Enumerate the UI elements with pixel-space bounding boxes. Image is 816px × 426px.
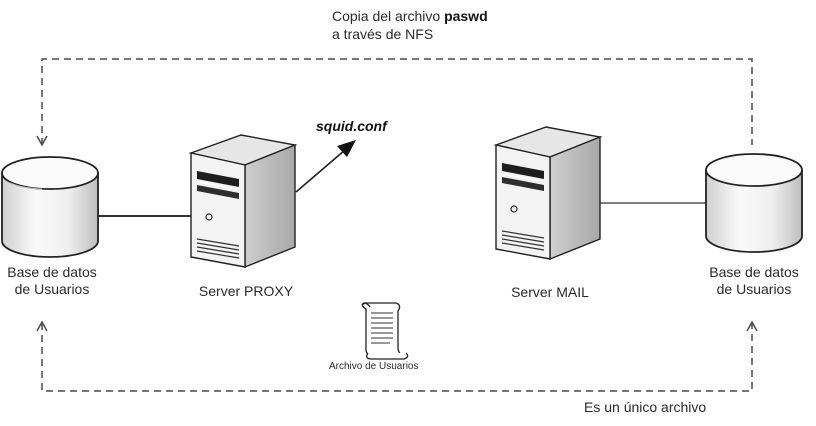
mail-server-label: Server MAIL [511,284,589,300]
database-icon-right [705,153,803,253]
squid-conf-label: squid.conf [316,118,387,134]
nfs-copy-dashed-line [41,58,753,145]
proxy-server-icon [188,134,298,269]
db-right-label-line2: de Usuarios [716,281,792,297]
db-left-label-line1: Base de datos [7,264,97,280]
db-right-label: Base de datos de Usuarios [698,264,810,298]
caption-line1-prefix: Copia del archivo [332,8,441,24]
mail-server-icon [493,126,603,261]
arrow-up-icon-right [746,320,758,332]
caption-line2: a través de NFS [332,26,434,42]
caption-paswd: paswd [444,8,488,24]
db-left-label: Base de datos de Usuarios [0,264,104,298]
db-left-label-line2: de Usuarios [14,281,90,297]
user-file-label: Archivo de Usuarios [329,361,419,372]
single-file-caption: Es un único archivo [584,399,707,415]
nfs-copy-caption: Copia del archivo paswd a través de NFS [332,7,488,43]
single-file-dashed-line [41,323,753,392]
db-right-label-line1: Base de datos [709,264,799,280]
database-icon-left [1,156,99,258]
proxy-server-label: Server PROXY [198,283,294,299]
document-scroll-icon [361,302,409,360]
arrow-up-icon-left [36,320,48,332]
squid-conf-arrow [295,140,356,193]
arrow-down-icon-left [36,135,48,147]
